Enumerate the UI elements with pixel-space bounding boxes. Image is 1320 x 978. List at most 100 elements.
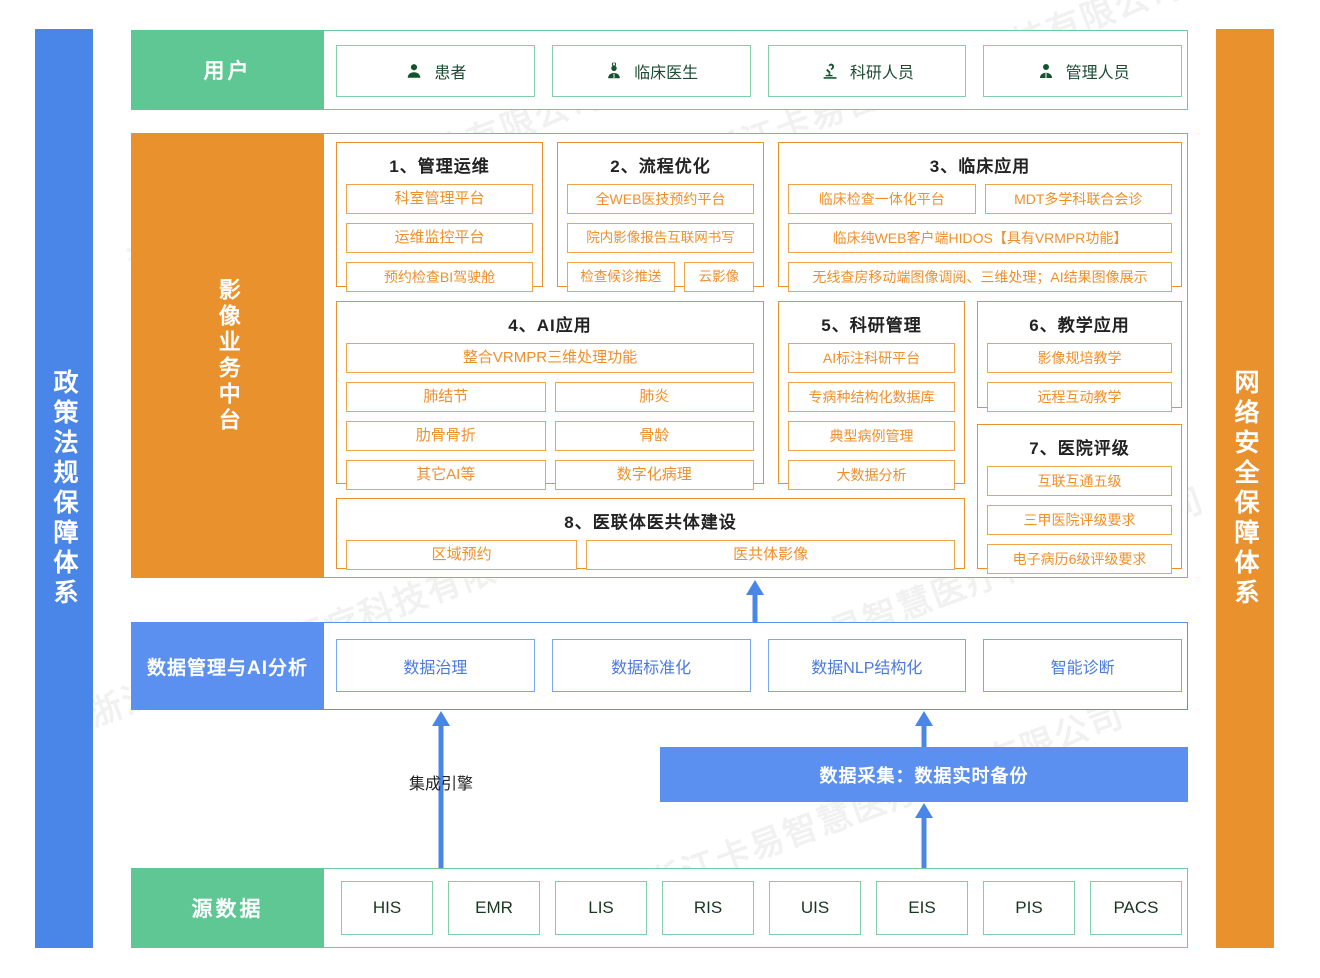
arrow-shaft bbox=[921, 724, 927, 748]
cell-regional-appointment[interactable]: 区域预约 bbox=[346, 540, 578, 570]
dm-item-smart-diagnosis[interactable]: 智能诊断 bbox=[983, 639, 1182, 692]
cell-pneumonia[interactable]: 肺炎 bbox=[554, 382, 754, 412]
user-item-patient[interactable]: 患者 bbox=[336, 45, 535, 97]
arrow-head-icon bbox=[432, 711, 450, 726]
dm-item-label: 数据治理 bbox=[403, 659, 468, 677]
cell-other-ai[interactable]: 其它AI等 bbox=[346, 460, 546, 490]
user-item-clinician[interactable]: 临床医生 bbox=[551, 45, 751, 97]
source-item-ris[interactable]: RIS bbox=[662, 881, 754, 935]
arrow-source-to-collect bbox=[914, 803, 934, 868]
arrow-shaft bbox=[921, 816, 927, 868]
source-item-his[interactable]: HIS bbox=[341, 881, 433, 935]
cell-hidos-web-client[interactable]: 临床纯WEB客户端HIDOS【具有VRMPR功能】 bbox=[788, 223, 1172, 253]
arrow-head-icon bbox=[746, 580, 764, 595]
group-process-optimization: 2、流程优化 全WEB医技预约平台 院内影像报告互联网书写 检查候诊推送 云影像 bbox=[557, 142, 764, 292]
group-title: 6、教学应用 bbox=[1029, 316, 1130, 335]
dm-item-nlp-structuring[interactable]: 数据NLP结构化 bbox=[767, 639, 967, 692]
cell-imaging-training[interactable]: 影像规培教学 bbox=[987, 343, 1172, 373]
dm-item-governance[interactable]: 数据治理 bbox=[336, 639, 535, 692]
cell-bone-age[interactable]: 骨龄 bbox=[554, 421, 754, 451]
source-data-items: HIS EMR LIS RIS UIS EIS PIS PACS bbox=[341, 881, 1182, 935]
data-management-label: 数据管理与AI分析 bbox=[131, 622, 324, 710]
user-band-label: 用户 bbox=[131, 30, 324, 110]
group-title: 2、流程优化 bbox=[610, 157, 711, 176]
group-title: 4、AI应用 bbox=[508, 316, 592, 335]
data-management-label-text: 数据管理与AI分析 bbox=[146, 657, 308, 679]
security-pillar-label: 网络安全保障体系 bbox=[1231, 368, 1259, 609]
group-management-ops: 1、管理运维 科室管理平台 运维监控平台 预约检查BI驾驶舱 bbox=[336, 142, 543, 292]
group-title: 7、医院评级 bbox=[1029, 439, 1130, 458]
group-research-management: 5、科研管理 AI标注科研平台 专病种结构化数据库 典型病例管理 大数据分析 bbox=[778, 301, 965, 490]
arrow-head-icon bbox=[915, 711, 933, 726]
cell-bi-cockpit[interactable]: 预约检查BI驾驶舱 bbox=[346, 262, 533, 292]
data-collection-box: 数据采集：数据实时备份 bbox=[660, 747, 1188, 802]
data-management-items: 数据治理 数据标准化 数据NLP结构化 智能诊断 bbox=[336, 639, 1182, 692]
cell-disease-structured-db[interactable]: 专病种结构化数据库 bbox=[788, 382, 955, 412]
source-data-label-text: 源数据 bbox=[191, 898, 264, 921]
source-item-pacs[interactable]: PACS bbox=[1090, 881, 1182, 935]
cell-remote-interactive-teaching[interactable]: 远程互动教学 bbox=[987, 382, 1172, 412]
platform-band-label-text: 影像业务中台 bbox=[215, 277, 241, 434]
data-collection-label: 数据采集：数据实时备份 bbox=[819, 765, 1029, 786]
cell-digital-pathology[interactable]: 数字化病理 bbox=[554, 460, 754, 490]
dm-item-standardization[interactable]: 数据标准化 bbox=[551, 639, 751, 692]
cell-ops-monitor-platform[interactable]: 运维监控平台 bbox=[346, 223, 533, 253]
cell-vrmpr-3d[interactable]: 整合VRMPR三维处理功能 bbox=[346, 343, 754, 373]
cell-alliance-imaging[interactable]: 医共体影像 bbox=[586, 540, 955, 570]
source-item-pis[interactable]: PIS bbox=[983, 881, 1075, 935]
arrow-shaft bbox=[438, 724, 444, 868]
cell-mobile-rounds-imaging[interactable]: 无线查房移动端图像调阅、三维处理；AI结果图像展示 bbox=[788, 262, 1172, 292]
cell-interconnection-level5[interactable]: 互联互通五级 bbox=[987, 466, 1172, 496]
source-item-label: EIS bbox=[908, 898, 936, 917]
microscope-icon bbox=[820, 61, 840, 81]
source-item-label: EMR bbox=[475, 898, 513, 917]
cell-mdt-consultation[interactable]: MDT多学科联合会诊 bbox=[984, 184, 1172, 214]
user-item-manager-label: 管理人员 bbox=[1065, 65, 1130, 82]
arrow-collect-to-datamgmt bbox=[914, 711, 934, 748]
arrow-datamgmt-to-platform bbox=[745, 580, 765, 622]
cell-lung-nodule[interactable]: 肺结节 bbox=[346, 382, 546, 412]
source-item-label: LIS bbox=[588, 898, 614, 917]
cell-big-data-analysis[interactable]: 大数据分析 bbox=[788, 460, 955, 490]
source-item-eis[interactable]: EIS bbox=[876, 881, 968, 935]
arrow-shaft bbox=[752, 593, 758, 622]
group-teaching-application: 6、教学应用 影像规培教学 远程互动教学 bbox=[977, 301, 1182, 412]
user-item-researcher-label: 科研人员 bbox=[849, 65, 914, 82]
policy-pillar-label: 政策法规保障体系 bbox=[50, 368, 78, 609]
source-item-label: HIS bbox=[372, 898, 402, 917]
source-item-uis[interactable]: UIS bbox=[769, 881, 861, 935]
policy-pillar: 政策法规保障体系 bbox=[35, 29, 93, 948]
group-medical-alliance: 8、医联体医共体建设 区域预约 医共体影像 bbox=[336, 498, 965, 570]
platform-band-label: 影像业务中台 bbox=[131, 133, 324, 578]
source-item-emr[interactable]: EMR bbox=[448, 881, 540, 935]
arrow-head-icon bbox=[915, 803, 933, 818]
dm-item-label: 数据标准化 bbox=[611, 659, 692, 677]
cell-waiting-push[interactable]: 检查候诊推送 bbox=[567, 262, 675, 292]
cell-report-writing[interactable]: 院内影像报告互联网书写 bbox=[567, 223, 754, 253]
dm-item-label: 数据NLP结构化 bbox=[811, 659, 923, 677]
user-item-manager[interactable]: 管理人员 bbox=[983, 45, 1182, 97]
cell-ai-annotation-platform[interactable]: AI标注科研平台 bbox=[788, 343, 955, 373]
group-title: 8、医联体医共体建设 bbox=[564, 513, 737, 532]
cell-rib-fracture[interactable]: 肋骨骨折 bbox=[346, 421, 546, 451]
user-item-patient-label: 患者 bbox=[434, 65, 467, 82]
dm-item-label: 智能诊断 bbox=[1050, 659, 1115, 677]
source-item-label: RIS bbox=[693, 898, 723, 917]
group-hospital-rating: 7、医院评级 互联互通五级 三甲医院评级要求 电子病历6级评级要求 bbox=[977, 424, 1182, 574]
cell-cloud-imaging[interactable]: 云影像 bbox=[683, 262, 754, 292]
source-item-lis[interactable]: LIS bbox=[555, 881, 647, 935]
manager-icon bbox=[1036, 61, 1056, 81]
cell-exam-integration-platform[interactable]: 临床检查一体化平台 bbox=[788, 184, 976, 214]
cell-grade3a-requirement[interactable]: 三甲医院评级要求 bbox=[987, 505, 1172, 535]
cell-emr-level6-requirement[interactable]: 电子病历6级评级要求 bbox=[987, 544, 1172, 574]
group-clinical-application: 3、临床应用 临床检查一体化平台 MDT多学科联合会诊 临床纯WEB客户端HID… bbox=[778, 142, 1182, 292]
cell-web-appointment[interactable]: 全WEB医技预约平台 bbox=[567, 184, 754, 214]
doctor-icon bbox=[604, 61, 624, 81]
user-item-researcher[interactable]: 科研人员 bbox=[767, 45, 967, 97]
cell-typical-case-mgmt[interactable]: 典型病例管理 bbox=[788, 421, 955, 451]
user-band-label-text: 用户 bbox=[203, 60, 252, 83]
cell-dept-mgmt-platform[interactable]: 科室管理平台 bbox=[346, 184, 533, 214]
group-title: 1、管理运维 bbox=[389, 157, 490, 176]
source-data-label: 源数据 bbox=[131, 868, 324, 948]
source-item-label: PIS bbox=[1015, 898, 1043, 917]
